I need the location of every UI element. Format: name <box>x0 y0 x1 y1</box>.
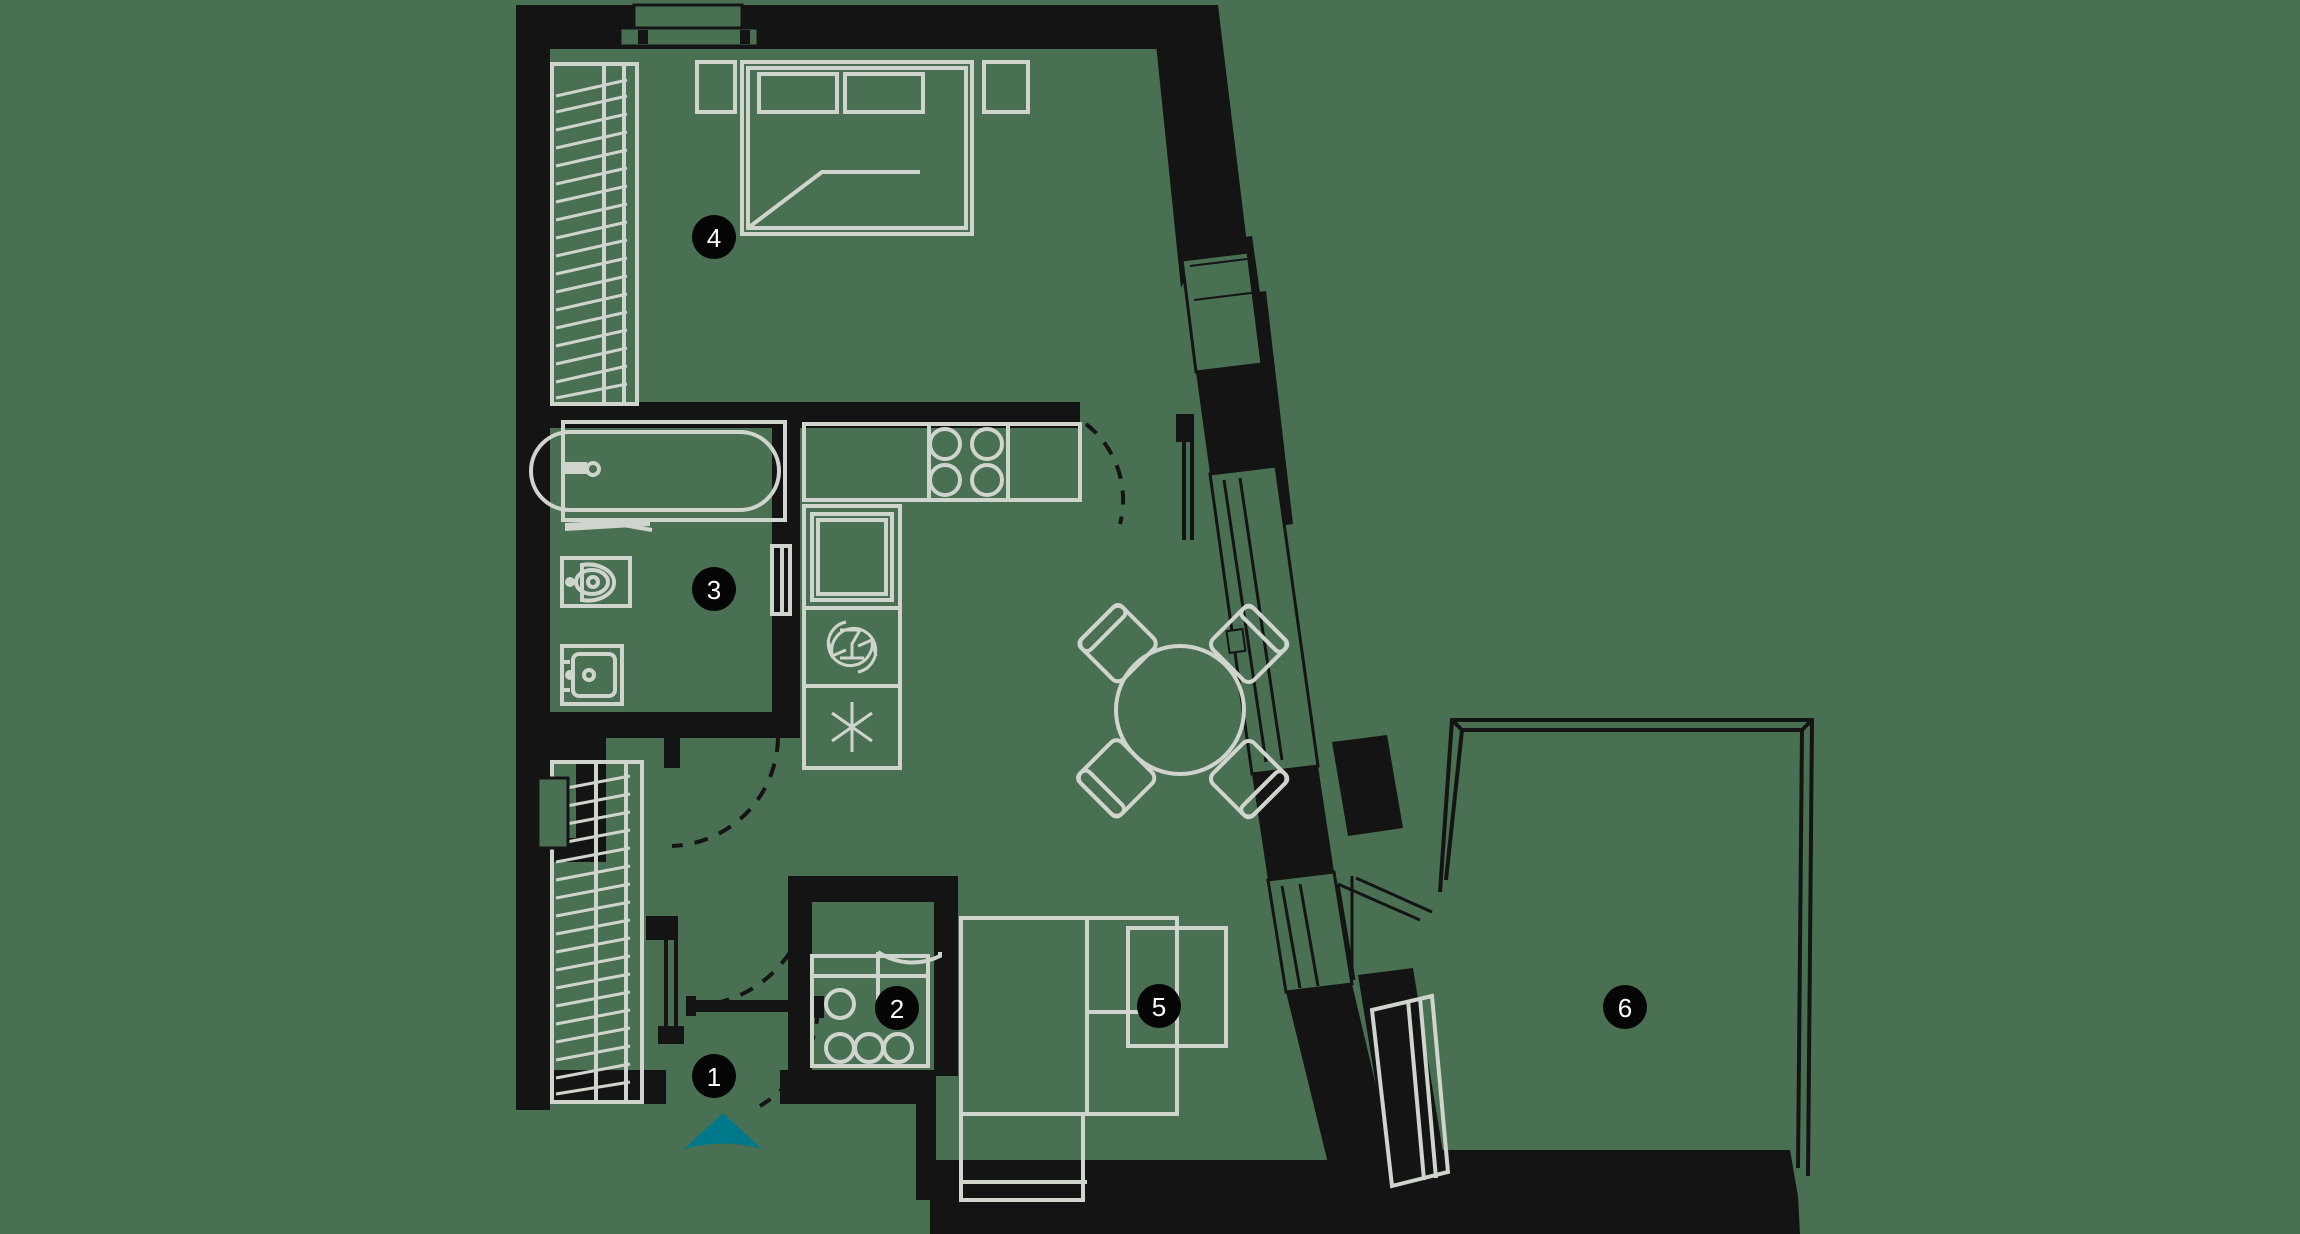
corridor-door <box>664 738 680 768</box>
room-marker-2[interactable]: 2 <box>875 986 919 1030</box>
view-direction-marker <box>684 1113 762 1149</box>
room-marker-6[interactable]: 6 <box>1603 985 1647 1029</box>
room-marker-6-label: 6 <box>1618 993 1632 1023</box>
room-marker-4-label: 4 <box>707 223 721 253</box>
dining-set <box>1076 603 1290 820</box>
entry-door <box>686 885 824 1108</box>
room-marker-3[interactable]: 3 <box>692 567 736 611</box>
bathroom-door-swing <box>671 737 780 848</box>
room-marker-2-label: 2 <box>890 994 904 1024</box>
window-opening-leaf <box>1350 876 1433 980</box>
bedroom-fixtures <box>550 60 1030 406</box>
room-marker-3-label: 3 <box>707 575 721 605</box>
wall-niche <box>536 776 570 850</box>
kitchen-door-leaf <box>1176 414 1194 540</box>
bedroom-window <box>618 3 760 48</box>
room-marker-1[interactable]: 1 <box>692 1054 736 1098</box>
hall-door-leaves <box>646 916 684 1044</box>
room-marker-1-label: 1 <box>707 1062 721 1092</box>
living-room-fixtures <box>959 916 1228 1202</box>
room-marker-5-label: 5 <box>1152 992 1166 1022</box>
room-marker-4[interactable]: 4 <box>692 215 736 259</box>
kitchen-door-swing <box>1084 422 1126 525</box>
balcony-door-leaf <box>1369 993 1451 1189</box>
balcony-area <box>1438 718 1815 1177</box>
room-marker-5[interactable]: 5 <box>1137 984 1181 1028</box>
hall-fixtures <box>550 760 644 1104</box>
room-markers[interactable]: 1 2 3 4 5 6 <box>692 215 1647 1098</box>
bathroom-fixtures <box>529 420 792 706</box>
kitchen-fixtures <box>802 422 1082 770</box>
